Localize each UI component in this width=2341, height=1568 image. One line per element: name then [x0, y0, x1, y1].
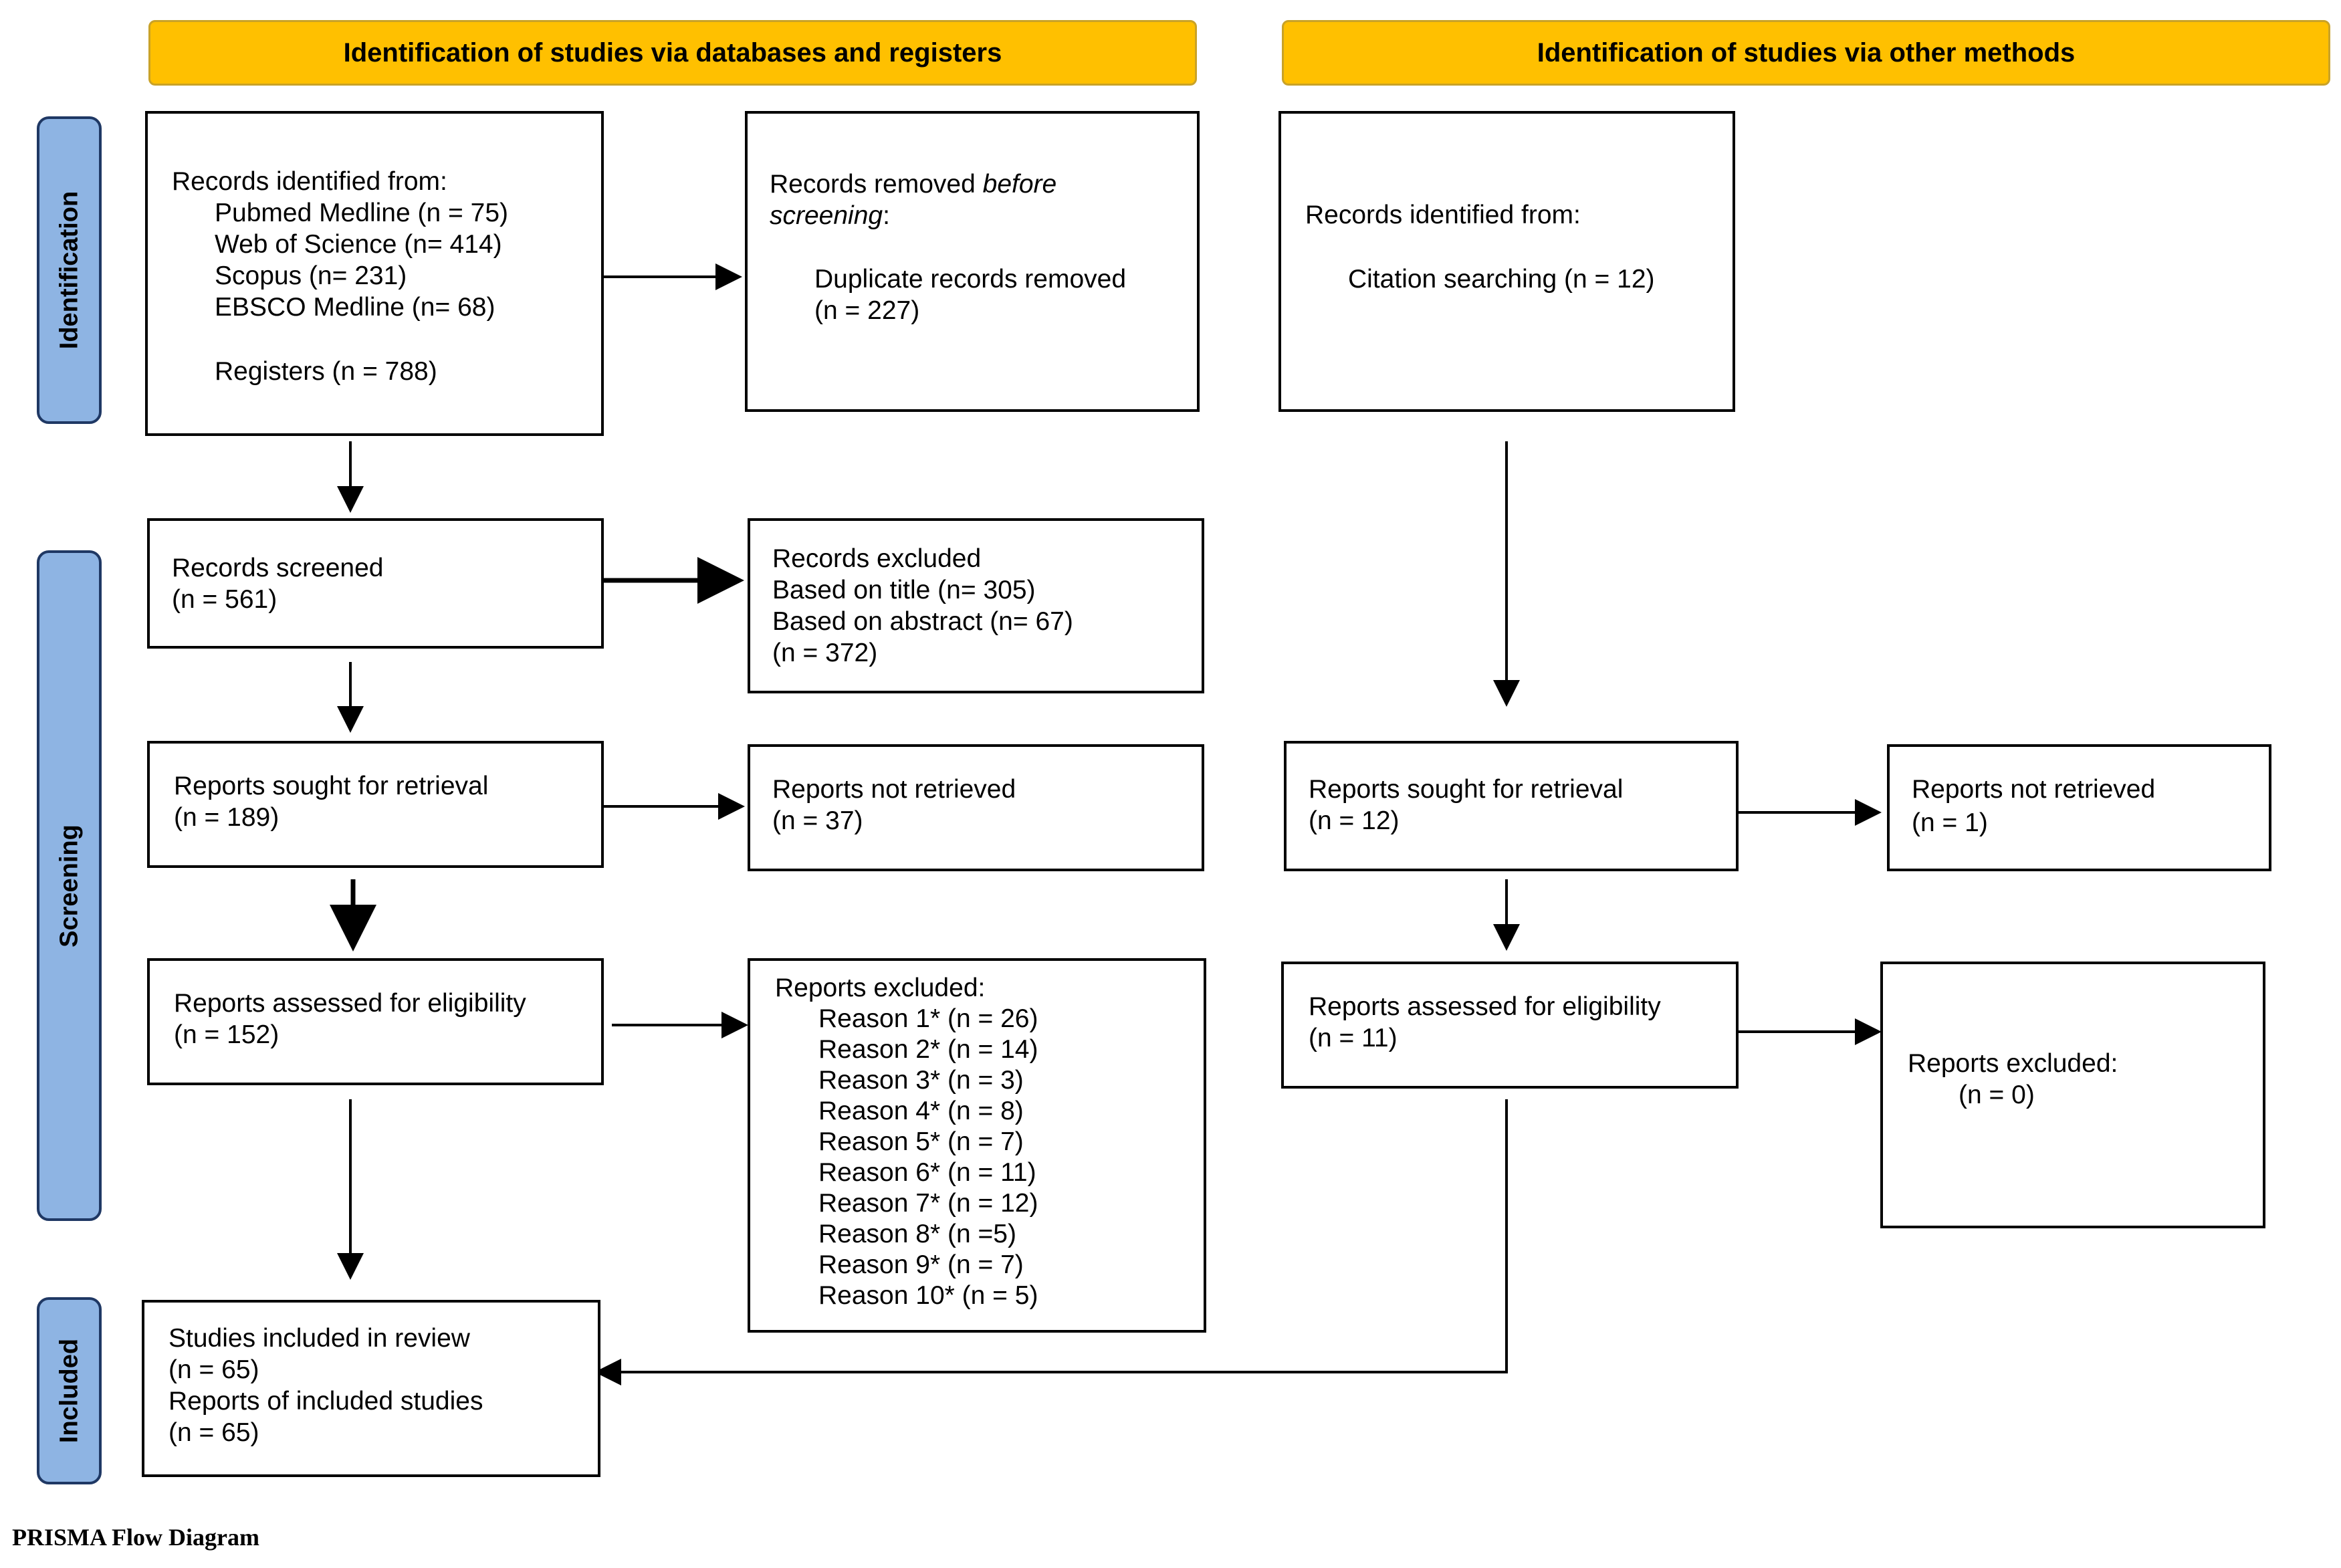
- duplicate-removed-count: (n = 227): [814, 296, 920, 325]
- reports-sought-box: Reports sought for retrieval (n = 189): [147, 741, 604, 868]
- other-reports-assessed-title: Reports assessed for eligibility: [1309, 992, 1661, 1021]
- records-removed-title-c: screening: [770, 201, 883, 230]
- reports-included-title: Reports of included studies: [169, 1387, 483, 1416]
- ebsco-count: EBSCO Medline (n= 68): [215, 293, 495, 322]
- records-excluded-box: Records excluded Based on title (n= 305)…: [748, 518, 1204, 693]
- phase-screening: Screening: [37, 550, 102, 1221]
- header-databases: Identification of studies via databases …: [148, 20, 1197, 86]
- other-reports-assessed-count: (n = 11): [1309, 1024, 1398, 1052]
- records-excluded-title: Records excluded: [772, 544, 982, 573]
- reports-not-retrieved-box: Reports not retrieved (n = 37): [748, 744, 1204, 871]
- other-reports-sought-count: (n = 12): [1309, 806, 1400, 835]
- reason-item: Reason 4* (n = 8): [818, 1097, 1024, 1125]
- phase-identification: Identification: [37, 116, 102, 424]
- reason-item: Reason 8* (n =5): [818, 1220, 1016, 1248]
- phase-screening-label: Screening: [55, 824, 83, 947]
- records-removed-box: Records removed before screening: Duplic…: [745, 111, 1200, 412]
- other-records-identified-title: Records identified from:: [1305, 201, 1581, 229]
- figure-caption: PRISMA Flow Diagram: [12, 1524, 259, 1551]
- reports-not-retrieved-title: Reports not retrieved: [772, 775, 1016, 804]
- reason-item: Reason 9* (n = 7): [818, 1250, 1024, 1279]
- reason-item: Reason 6* (n = 11): [818, 1158, 1036, 1187]
- records-identified-box: Records identified from: Pubmed Medline …: [145, 111, 604, 436]
- scopus-count: Scopus (n= 231): [215, 261, 407, 290]
- records-screened-count: (n = 561): [172, 585, 277, 614]
- other-reports-sought-title: Reports sought for retrieval: [1309, 775, 1624, 804]
- other-reports-not-retrieved-box: Reports not retrieved (n = 1): [1887, 744, 2271, 871]
- studies-included-box: Studies included in review (n = 65) Repo…: [142, 1300, 600, 1477]
- reason-item: Reason 7* (n = 12): [818, 1189, 1038, 1218]
- records-removed-title: Records removed before: [770, 169, 1056, 200]
- phase-included: Included: [37, 1297, 102, 1484]
- reason-item: Reason 3* (n = 3): [818, 1066, 1024, 1095]
- excluded-abstract-based: Based on abstract (n= 67): [772, 607, 1073, 636]
- reports-excluded-box: Reports excluded: Reason 1* (n = 26) Rea…: [748, 958, 1206, 1333]
- reason-item: Reason 10* (n = 5): [818, 1281, 1038, 1310]
- reports-excluded-title: Reports excluded:: [775, 974, 986, 1002]
- header-other-methods: Identification of studies via other meth…: [1282, 20, 2330, 86]
- wos-count: Web of Science (n= 414): [215, 230, 502, 259]
- reports-assessed-count: (n = 152): [174, 1020, 280, 1049]
- other-not-retrieved-title: Reports not retrieved: [1912, 775, 2156, 804]
- records-screened-box: Records screened (n = 561): [147, 518, 604, 649]
- records-removed-title-2: screening:: [770, 200, 890, 231]
- reports-assessed-title: Reports assessed for eligibility: [174, 989, 526, 1018]
- reason-item: Reason 5* (n = 7): [818, 1127, 1024, 1156]
- reason-item: Reason 1* (n = 26): [818, 1004, 1038, 1033]
- other-reports-assessed-box: Reports assessed for eligibility (n = 11…: [1281, 962, 1739, 1089]
- phase-included-label: Included: [55, 1338, 83, 1444]
- studies-included-count: (n = 65): [169, 1355, 259, 1384]
- header-other-label: Identification of studies via other meth…: [1537, 37, 2076, 68]
- phase-identification-label: Identification: [55, 191, 83, 350]
- reports-sought-count: (n = 189): [174, 803, 280, 832]
- registers-count: Registers (n = 788): [215, 357, 437, 386]
- pubmed-count: Pubmed Medline (n = 75): [215, 199, 508, 227]
- header-databases-label: Identification of studies via databases …: [343, 37, 1002, 68]
- reports-assessed-box: Reports assessed for eligibility (n = 15…: [147, 958, 604, 1085]
- reports-included-count: (n = 65): [169, 1418, 259, 1447]
- reports-not-retrieved-count: (n = 37): [772, 806, 863, 835]
- other-reports-excluded-title: Reports excluded:: [1908, 1049, 2118, 1078]
- records-removed-title-d: :: [883, 201, 890, 230]
- other-reports-excluded-count: (n = 0): [1959, 1081, 2035, 1109]
- reason-item: Reason 2* (n = 14): [818, 1035, 1038, 1064]
- records-screened-title: Records screened: [172, 554, 384, 582]
- studies-included-title: Studies included in review: [169, 1324, 470, 1353]
- other-records-identified-box: Records identified from: Citation search…: [1278, 111, 1735, 412]
- records-identified-title: Records identified from:: [172, 167, 447, 196]
- excluded-title-based: Based on title (n= 305): [772, 576, 1036, 604]
- other-reports-sought-box: Reports sought for retrieval (n = 12): [1284, 741, 1739, 871]
- citation-searching-count: Citation searching (n = 12): [1348, 265, 1655, 294]
- other-not-retrieved-count: (n = 1): [1912, 808, 1988, 837]
- arrow-other-assessed-to-included: [594, 1099, 1508, 1385]
- reports-sought-title: Reports sought for retrieval: [174, 772, 489, 800]
- records-removed-title-b: before: [982, 170, 1057, 199]
- records-removed-title-a: Records removed: [770, 170, 983, 199]
- records-excluded-count: (n = 372): [772, 639, 878, 667]
- other-reports-excluded-box: Reports excluded: (n = 0): [1880, 962, 2265, 1228]
- duplicate-removed-label: Duplicate records removed: [814, 265, 1127, 294]
